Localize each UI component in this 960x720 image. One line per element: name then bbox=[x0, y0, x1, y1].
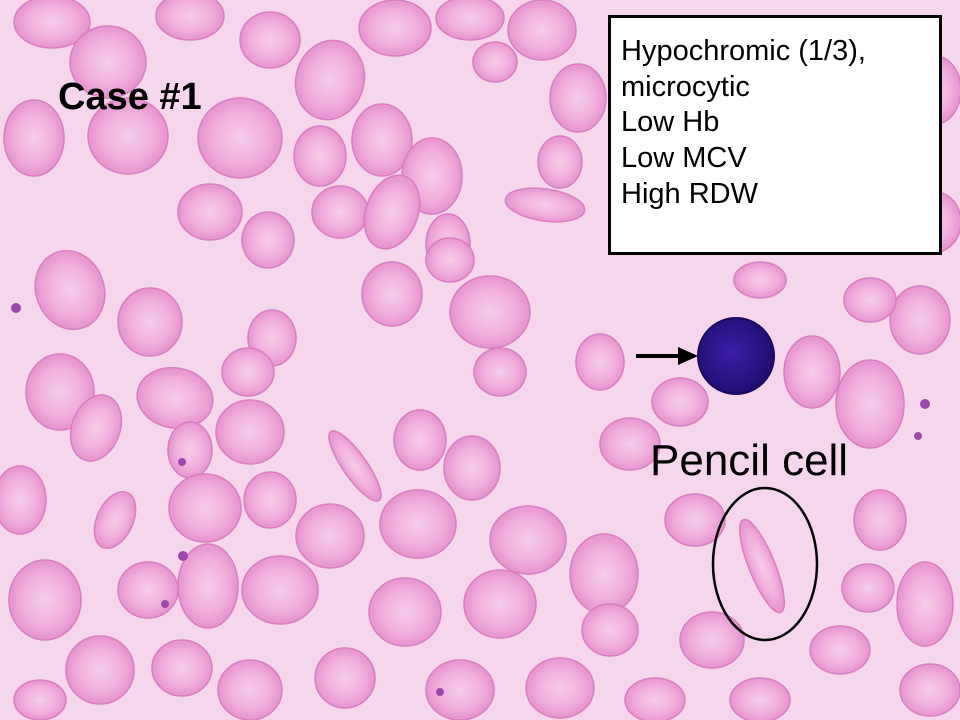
finding-line: High RDW bbox=[621, 177, 758, 210]
arrow-icon bbox=[636, 347, 698, 365]
finding-line: Low MCV bbox=[621, 141, 747, 174]
pencil-cell-highlight-circle bbox=[711, 486, 819, 642]
pencil-cell-label: Pencil cell bbox=[650, 436, 849, 485]
finding-line: Low Hb bbox=[621, 106, 720, 139]
pencil-cell bbox=[738, 518, 786, 614]
case-title: Case #1 bbox=[58, 76, 202, 118]
finding-line: microcytic bbox=[621, 70, 750, 103]
lymphocyte-cell bbox=[697, 317, 775, 395]
findings-box: Hypochromic (1/3), microcytic Low Hb Low… bbox=[608, 15, 942, 255]
platelets bbox=[11, 303, 930, 696]
finding-line: Hypochromic (1/3), bbox=[621, 35, 866, 67]
